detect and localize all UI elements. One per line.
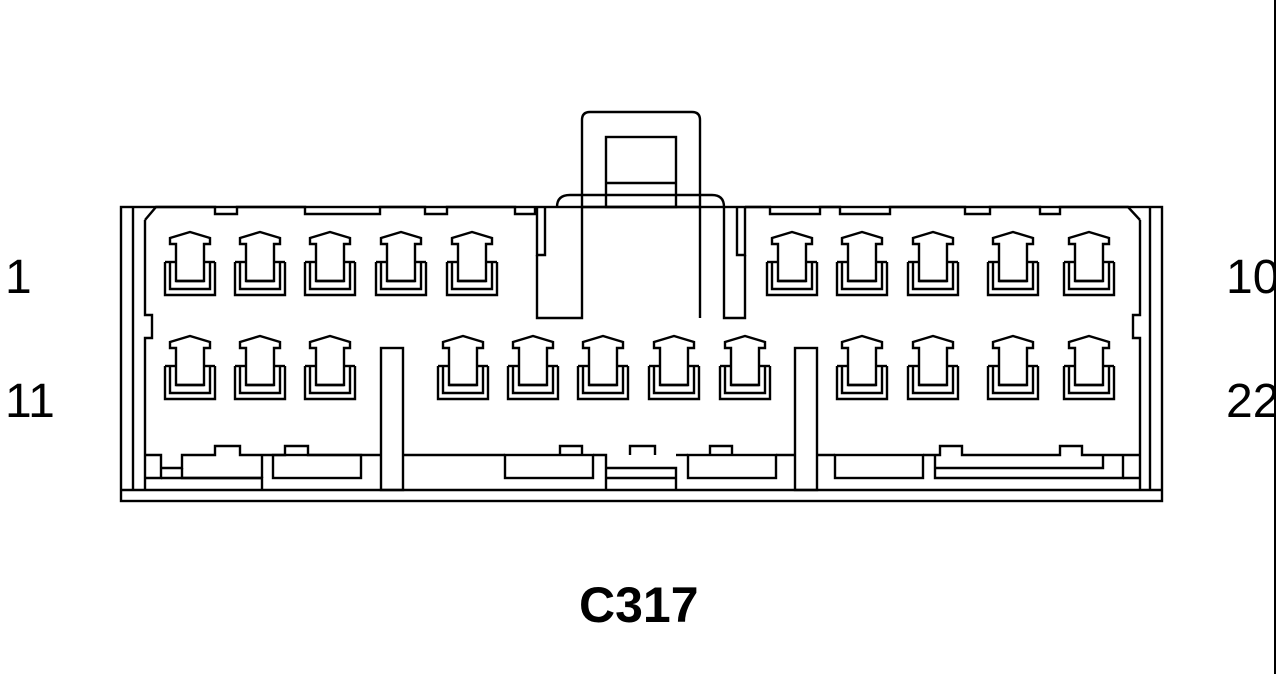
connector-name: C317 <box>579 577 699 633</box>
pin-cavity-18 <box>718 334 772 401</box>
bottom-rail <box>145 444 1140 490</box>
pin-cavity-21 <box>986 334 1040 401</box>
pin-cavity-4 <box>374 230 428 297</box>
pin-cavity-12 <box>233 334 287 401</box>
pin-cavity-1 <box>163 230 217 297</box>
pin-cavity-16 <box>576 334 630 401</box>
pin-cavity-20 <box>906 334 960 401</box>
pin-cavity-5 <box>445 230 499 297</box>
pin-cavity-13 <box>303 334 357 401</box>
pin-cavity-17 <box>647 334 701 401</box>
pin-cavities <box>163 230 1116 401</box>
pin-cavity-22 <box>1062 334 1116 401</box>
pin-cavity-10 <box>1062 230 1116 297</box>
divider-left <box>379 346 405 492</box>
pin-cavity-19 <box>835 334 889 401</box>
divider-right <box>793 346 819 492</box>
pin-cavity-14 <box>436 334 490 401</box>
pin-cavity-3 <box>303 230 357 297</box>
pin-label-22: 22 <box>1226 375 1278 428</box>
image-edge <box>1274 0 1278 674</box>
pin-cavity-7 <box>835 230 889 297</box>
pin-label-10: 10 <box>1226 251 1278 304</box>
pin-cavity-15 <box>506 334 560 401</box>
pin-cavity-2 <box>233 230 287 297</box>
pin-cavity-9 <box>986 230 1040 297</box>
pin-cavity-8 <box>906 230 960 297</box>
connector-housing <box>119 110 1164 503</box>
pin-label-1: 1 <box>5 251 32 304</box>
latch <box>535 110 747 320</box>
pin-cavity-6 <box>765 230 819 297</box>
pin-label-11: 11 <box>5 375 55 428</box>
pin-cavity-11 <box>163 334 217 401</box>
